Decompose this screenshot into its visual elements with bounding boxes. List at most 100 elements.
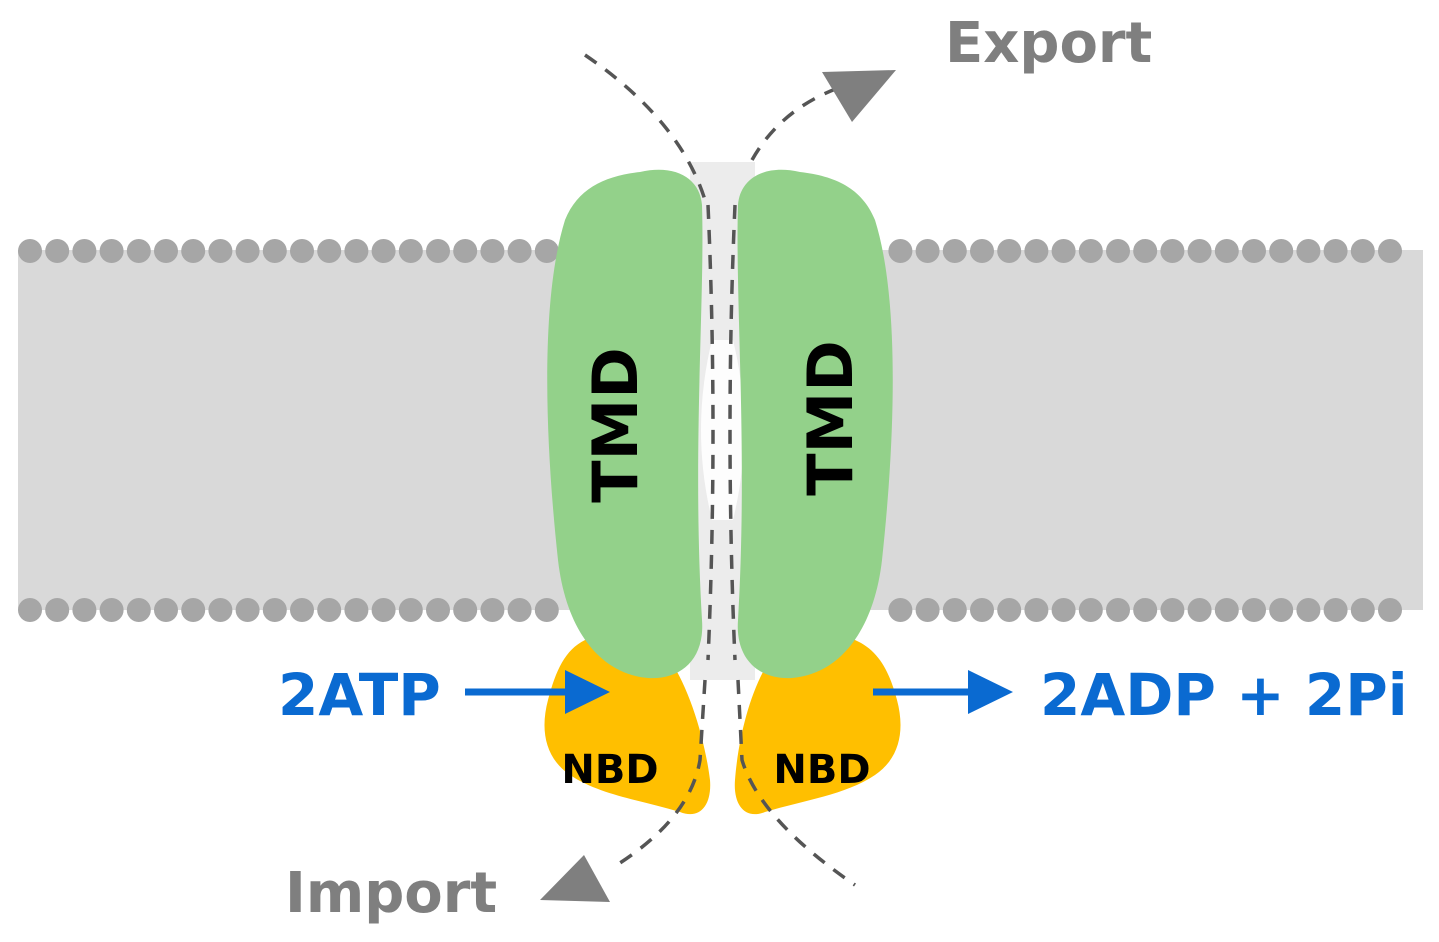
lipid-head: [915, 598, 940, 622]
lipid-head: [45, 239, 70, 263]
tmd-left-domain: [547, 169, 703, 679]
lipid-head: [317, 598, 342, 622]
lipid-head: [1187, 239, 1212, 263]
nbd-right-domain: [734, 631, 901, 815]
lipid-head: [208, 239, 233, 263]
lipid-head: [1242, 598, 1266, 622]
lipid-head: [1133, 239, 1158, 263]
lipid-head: [344, 239, 369, 263]
lipid-head: [453, 598, 478, 622]
lipid-head: [290, 598, 314, 622]
lipid-head: [507, 239, 532, 263]
lipid-head: [154, 598, 178, 622]
lipid-head: [970, 239, 994, 263]
lipid-head: [1078, 239, 1103, 263]
lipid-head: [99, 239, 124, 263]
channel-dash-right: [728, 204, 737, 661]
lipid-head: [1160, 598, 1185, 622]
lipid-head: [1024, 239, 1049, 263]
lipid-head: [942, 598, 967, 622]
lipid-head: [18, 239, 42, 263]
lipid-head: [1133, 598, 1158, 622]
products-output-arrow: [873, 670, 1013, 714]
lipid-head: [1350, 598, 1375, 622]
lipid-head: [45, 598, 70, 622]
lipid-head: [181, 239, 206, 263]
lipid-head: [915, 239, 940, 263]
lipid-head: [72, 598, 97, 622]
atp-input-arrow: [465, 670, 610, 714]
lipid-head: [398, 598, 423, 622]
lipid-head: [1214, 239, 1239, 263]
tmd-right-domain: [737, 169, 893, 679]
lipid-head: [262, 598, 287, 622]
lipid-head: [99, 598, 124, 622]
lipid-head: [1242, 239, 1266, 263]
lipid-head: [534, 239, 559, 263]
lipid-head: [1296, 598, 1321, 622]
lipid-head: [1378, 239, 1402, 263]
import-label: Import: [285, 861, 497, 926]
import-path-right-exit: [736, 679, 856, 887]
channel-dash-left: [706, 204, 715, 661]
lipid-heads-bottom: [18, 598, 1402, 622]
lipid-head: [997, 239, 1022, 263]
lipid-head: [154, 239, 178, 263]
lipid-head: [290, 239, 314, 263]
lipid-head: [126, 239, 151, 263]
lipid-head: [398, 239, 423, 263]
lipid-head: [1323, 239, 1348, 263]
import-arrowhead: [540, 855, 610, 902]
lipid-head: [480, 239, 505, 263]
lipid-head: [1323, 598, 1348, 622]
lipid-head: [507, 598, 532, 622]
lipid-head: [317, 239, 342, 263]
lipid-head: [18, 598, 42, 622]
nbd-right-label: NBD: [773, 747, 870, 793]
lipid-head: [1106, 598, 1130, 622]
lipid-head: [1051, 598, 1076, 622]
lipid-head: [1269, 598, 1294, 622]
atp-label: 2ATP: [278, 661, 441, 729]
export-label: Export: [945, 11, 1152, 76]
export-path-left-entry: [584, 53, 707, 201]
lipid-heads-top: [18, 239, 1402, 263]
import-path-left-exit: [611, 679, 707, 870]
lipid-head: [480, 598, 505, 622]
tmd-right-label: TMD: [794, 340, 867, 495]
tmd-left-label: TMD: [579, 347, 652, 502]
nbd-left-domain: [544, 631, 711, 815]
lipid-head: [1160, 239, 1185, 263]
lipid-head: [1078, 598, 1103, 622]
lipid-head: [1106, 239, 1130, 263]
lipid-head: [888, 598, 913, 622]
lipid-head: [1187, 598, 1212, 622]
lipid-head: [1024, 598, 1049, 622]
lipid-head: [1051, 239, 1076, 263]
lipid-head: [997, 598, 1022, 622]
lipid-head: [208, 598, 233, 622]
lipid-head: [1350, 239, 1375, 263]
lipid-head: [1296, 239, 1321, 263]
channel-lumen: [701, 340, 744, 520]
lipid-head: [126, 598, 151, 622]
nbd-left-label: NBD: [561, 747, 658, 793]
lipid-head: [453, 239, 478, 263]
lipid-head: [344, 598, 369, 622]
lipid-head: [235, 598, 260, 622]
lipid-head: [371, 598, 396, 622]
lipid-head: [970, 598, 994, 622]
transport-dashed-paths: [584, 53, 856, 887]
lipid-head: [1378, 598, 1402, 622]
lipid-head: [426, 598, 450, 622]
lipid-head: [181, 598, 206, 622]
export-arrowhead: [822, 70, 896, 122]
lipid-head: [1269, 239, 1294, 263]
lipid-head: [888, 239, 913, 263]
lipid-head: [534, 598, 559, 622]
lipid-head: [72, 239, 97, 263]
lipid-head: [426, 239, 450, 263]
lipid-head: [942, 239, 967, 263]
